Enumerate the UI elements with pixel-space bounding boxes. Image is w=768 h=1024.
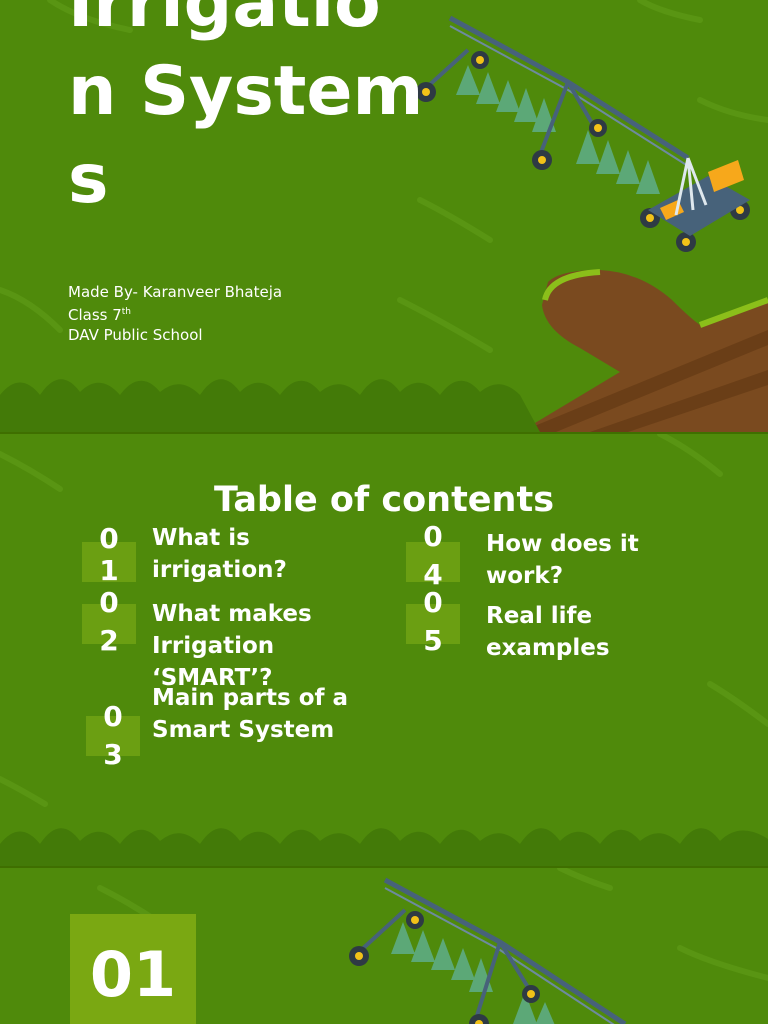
toc-item-label: Real life examples — [486, 603, 610, 661]
section-01-slide[interactable]: 01 — [0, 868, 768, 1024]
toc-number-digit-1: 0 — [99, 522, 119, 555]
toc-number-digit-1: 0 — [99, 586, 119, 619]
toc-item-label: What makes Irrigation ‘SMART’? — [152, 601, 312, 691]
toc-number-box — [406, 542, 460, 582]
toc-item-label: Main parts of a Smart System — [152, 685, 349, 743]
toc-item-label: What is irrigation? — [152, 525, 287, 583]
table-of-contents-slide[interactable]: Table of contents 0 1 What is irrigation… — [0, 434, 768, 866]
toc-number-digit-2: 2 — [99, 624, 119, 657]
toc-number-box — [82, 604, 136, 644]
toc-number-digit-2: 4 — [423, 558, 443, 591]
toc-number-box — [406, 604, 460, 644]
toc-number-digit-2: 5 — [423, 624, 443, 657]
presentation-title: Irrigation Systems — [68, 0, 424, 219]
toc-number-digit-1: 0 — [103, 700, 123, 733]
pivot-irrigation-machine-icon — [416, 15, 750, 252]
toc-number-digit-2: 3 — [103, 738, 123, 771]
author-line: Made By- Karanveer Bhateja — [68, 283, 283, 301]
toc-number-digit-1: 0 — [423, 586, 443, 619]
cover-background-illustration — [0, 0, 768, 432]
toc-item-label: How does it work? — [486, 531, 639, 589]
toc-title: Table of contents — [213, 480, 555, 520]
section-number-box — [70, 914, 196, 1024]
class-ordinal-suffix: th — [121, 307, 132, 317]
toc-background-illustration — [0, 434, 768, 866]
school-line: DAV Public School — [68, 326, 203, 344]
class-line: Class 7th — [68, 302, 282, 325]
class-text: Class 7 — [68, 306, 122, 324]
toc-number-digit-1: 0 — [423, 520, 443, 553]
toc-number-box — [82, 542, 136, 582]
section-number: 01 — [89, 938, 177, 1011]
pivot-irrigation-machine-icon — [349, 877, 627, 1024]
credits-block: Made By- Karanveer Bhateja Class 7th DAV… — [68, 282, 282, 345]
toc-number-box — [86, 716, 140, 756]
toc-number-digit-2: 1 — [99, 554, 119, 587]
cover-slide[interactable]: Irrigation Systems Made By- Karanveer Bh… — [0, 0, 768, 432]
